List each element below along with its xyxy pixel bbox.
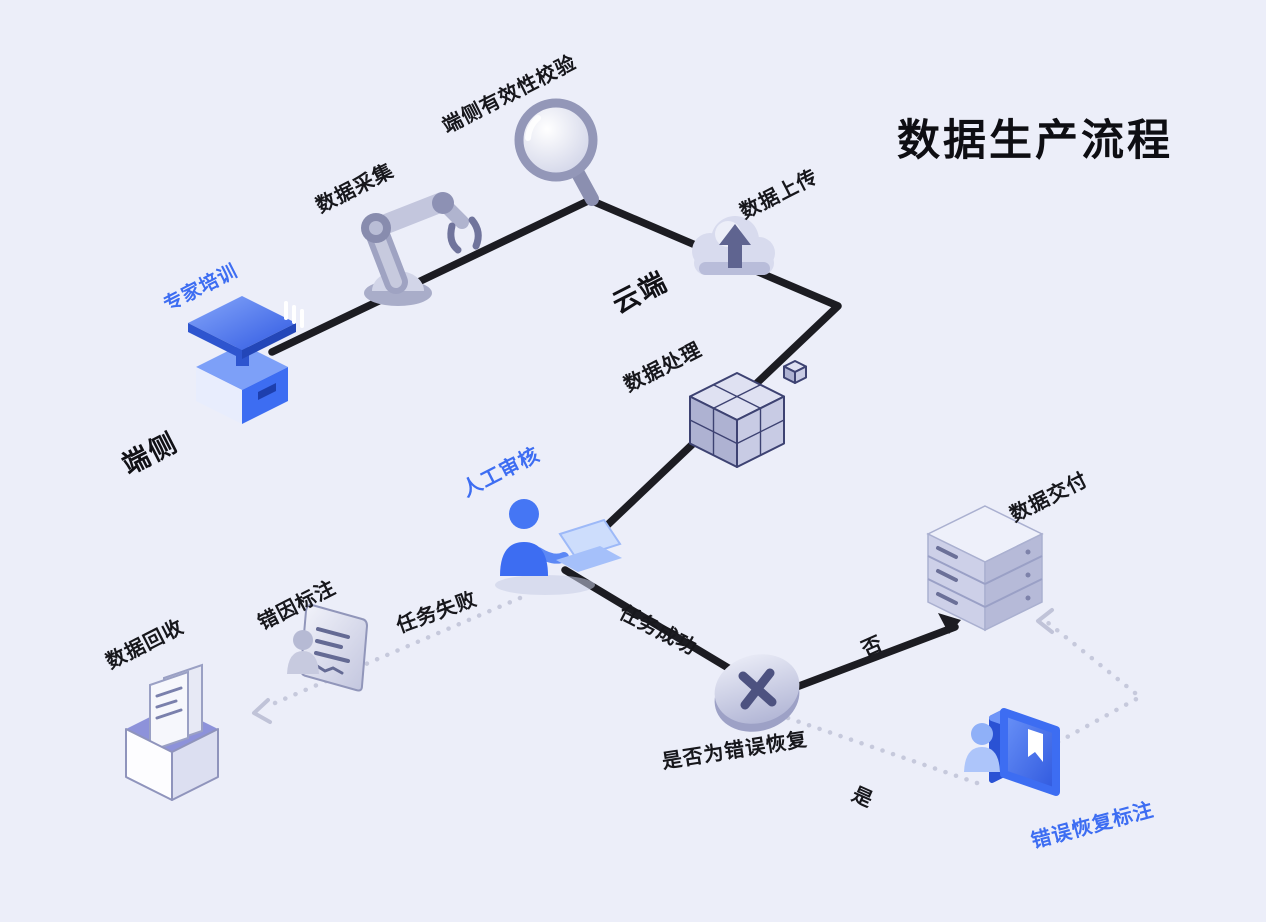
podium-icon xyxy=(188,296,304,424)
cloud-upload-icon xyxy=(692,216,775,275)
server-icon xyxy=(926,505,1044,632)
robot-arm-icon xyxy=(361,192,482,306)
flow-lines-dotted xyxy=(265,595,1145,787)
decision-x-icon xyxy=(714,654,800,732)
book-person-icon xyxy=(964,708,1060,796)
page-title: 数据生产流程 xyxy=(897,116,1173,166)
flow-arrowheads xyxy=(252,608,1054,724)
magnifier-icon xyxy=(514,98,599,206)
document-person-icon xyxy=(287,603,369,692)
person-laptop-icon xyxy=(495,499,622,595)
box-papers-icon xyxy=(125,663,219,801)
flow-lines-solid xyxy=(268,196,959,701)
cube-icon xyxy=(689,360,807,468)
